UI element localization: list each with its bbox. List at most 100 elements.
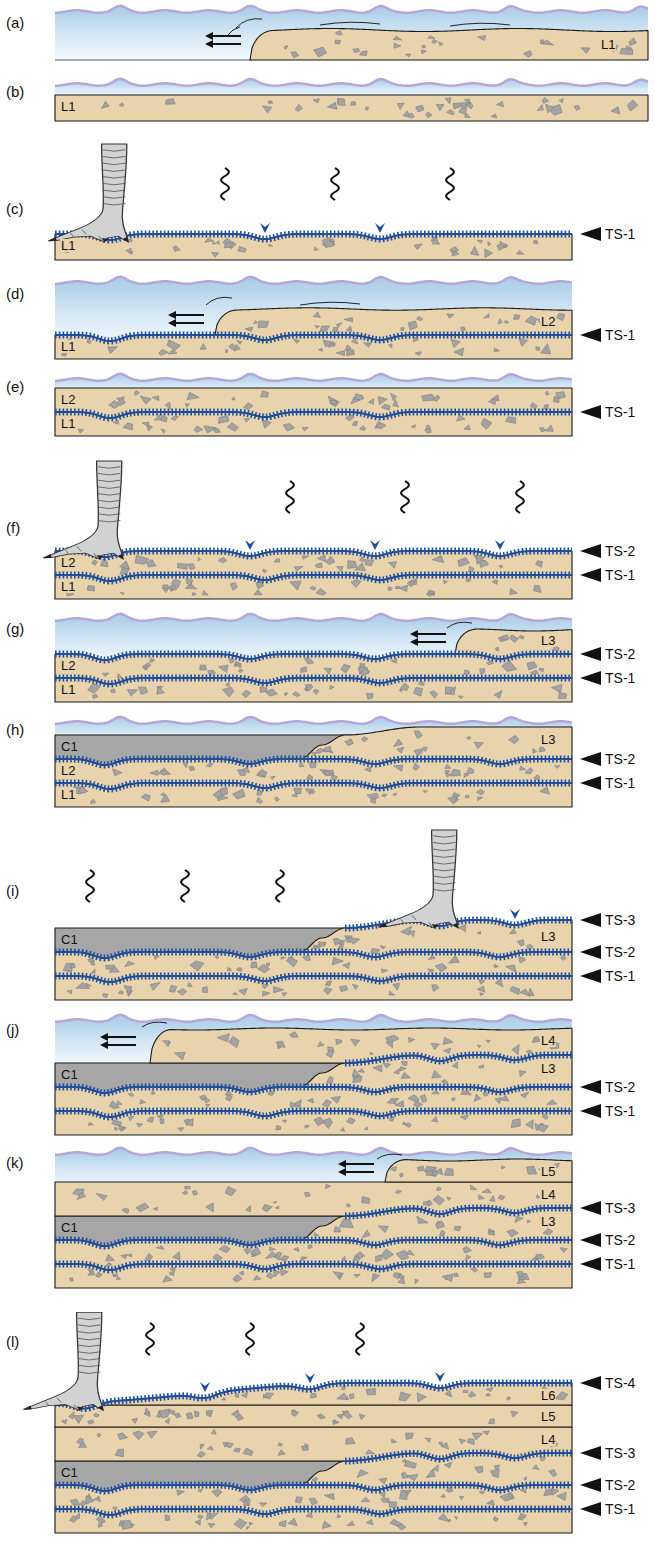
surface-label: TS-2 <box>605 1477 635 1493</box>
clast <box>491 114 497 118</box>
clast <box>547 1100 557 1105</box>
trampled-surface <box>55 678 572 684</box>
clast <box>433 1465 438 1472</box>
clast <box>525 316 536 325</box>
claw <box>48 237 56 241</box>
surface-marker <box>580 1446 601 1460</box>
clast <box>466 768 473 774</box>
clast <box>467 1439 474 1445</box>
clast <box>475 1466 483 1473</box>
clast <box>347 350 355 356</box>
impact-arrowhead <box>435 1372 445 1382</box>
flow-arrowhead <box>168 311 176 319</box>
clast <box>477 1045 481 1048</box>
sediment-layer <box>55 783 572 807</box>
clast <box>136 1203 149 1212</box>
surface-marker <box>580 945 601 959</box>
clast <box>493 1517 498 1522</box>
foot-scale <box>433 849 455 850</box>
panel-letter: (g) <box>6 620 24 637</box>
surface-label: TS-1 <box>605 226 635 242</box>
clast <box>275 1206 278 1209</box>
trampled-surface <box>55 976 572 982</box>
clast <box>401 328 404 331</box>
clast <box>102 673 108 676</box>
clast <box>405 54 411 57</box>
clast <box>470 1185 477 1190</box>
claw <box>23 1406 31 1410</box>
clast <box>496 647 499 651</box>
clast <box>175 1052 186 1060</box>
clast <box>305 657 314 663</box>
clast <box>271 776 275 779</box>
foot-scale <box>433 856 455 857</box>
clast <box>537 105 543 111</box>
flow-arrow <box>104 1044 136 1046</box>
clast <box>413 687 422 696</box>
clast <box>192 1191 198 1196</box>
clast <box>620 48 633 54</box>
clast <box>430 969 434 972</box>
clast <box>200 344 206 350</box>
clast <box>295 104 302 111</box>
surface-label: TS-1 <box>605 775 635 791</box>
layer-label: L6 <box>540 1389 556 1402</box>
clast <box>545 391 549 395</box>
clast <box>507 1397 510 1400</box>
clast <box>445 773 450 777</box>
clast <box>479 1195 485 1200</box>
clast <box>555 765 560 768</box>
trampled-surface <box>55 1087 572 1093</box>
claw <box>102 238 109 242</box>
clast <box>301 1257 308 1261</box>
layer-label: L3 <box>540 1215 556 1228</box>
sediment-layer <box>55 654 572 684</box>
flow-arrowhead <box>205 40 213 48</box>
clast <box>533 1465 540 1470</box>
clast <box>551 1488 559 1495</box>
clast <box>511 1119 520 1128</box>
clast <box>527 1220 531 1223</box>
clast <box>88 1420 94 1424</box>
clast <box>347 937 360 944</box>
sediment-layer <box>55 234 572 260</box>
clast <box>425 112 431 118</box>
flow-line <box>206 297 232 305</box>
clast <box>157 686 165 694</box>
panel-letter: (c) <box>6 200 24 217</box>
clast <box>421 50 426 54</box>
clast <box>161 794 170 802</box>
clast <box>266 963 270 966</box>
impact-arrowhead <box>375 223 385 233</box>
clast <box>170 1272 174 1275</box>
clast <box>88 1122 93 1125</box>
clast <box>464 670 470 674</box>
layer-label: L2 <box>60 764 76 777</box>
clast <box>215 955 219 958</box>
clast <box>330 685 334 689</box>
layer-label: L1 <box>60 580 76 593</box>
clast <box>326 556 335 564</box>
clast <box>540 40 543 44</box>
flow-arrow <box>104 1036 136 1038</box>
clast <box>466 578 471 582</box>
surface-marker <box>580 752 601 766</box>
clast <box>463 1246 472 1253</box>
clast <box>422 45 425 48</box>
clast <box>207 763 214 767</box>
clast <box>291 1412 298 1417</box>
clast <box>177 988 186 995</box>
clast <box>629 38 636 46</box>
clast <box>499 565 503 568</box>
clast <box>396 1250 408 1260</box>
clast <box>337 1414 344 1419</box>
clast <box>332 328 337 332</box>
surface-label: TS-3 <box>605 1200 635 1216</box>
clast <box>245 1205 250 1211</box>
clast <box>557 313 565 320</box>
clast <box>490 1469 499 1477</box>
clast <box>204 1098 210 1103</box>
clast <box>408 931 414 937</box>
clast <box>433 395 440 401</box>
